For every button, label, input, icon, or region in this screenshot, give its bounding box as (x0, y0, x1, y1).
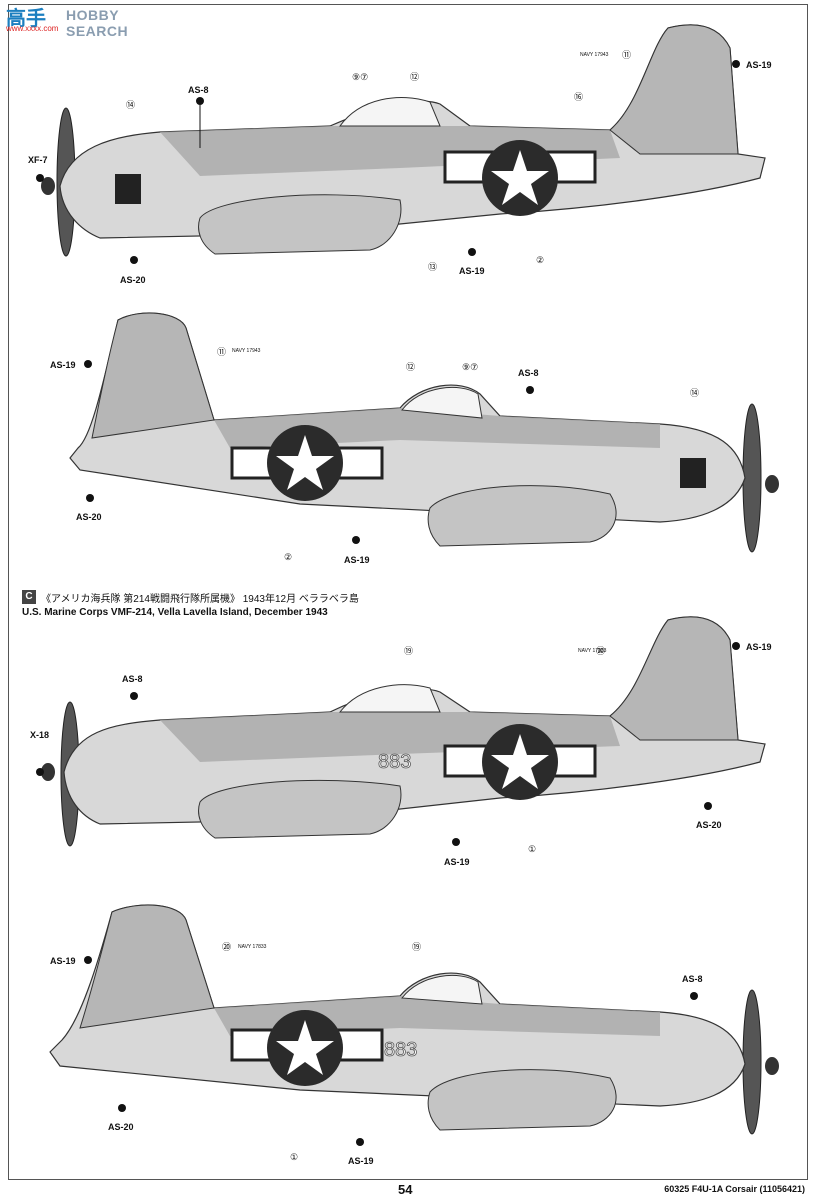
svg-text:AS-20: AS-20 (696, 820, 722, 830)
decal-number: ⑫ (410, 72, 419, 82)
decal-number: ⑳ (596, 646, 605, 656)
svg-text:AS-19: AS-19 (344, 555, 370, 565)
canopy (401, 387, 483, 419)
decal-number: ⑲ (404, 646, 413, 656)
decal-number: ⑨⑦ (462, 362, 478, 372)
watermark-logo: 高手 (6, 8, 46, 30)
decal-number: ⑪ (217, 347, 226, 357)
svg-text:AS-8: AS-8 (518, 368, 539, 378)
svg-text:AS-19: AS-19 (746, 642, 772, 652)
svg-text:AS-19: AS-19 (459, 266, 485, 276)
callout-as20-p4: AS-20 (108, 1104, 134, 1132)
watermark-url: www.xxxx.com (6, 24, 59, 33)
callout-as19-p2b: AS-19 (344, 536, 370, 565)
section-title-japanese: 《アメリカ海兵隊 第214戦闘飛行隊所属機》 1943年12月 ベララベラ島 (41, 594, 359, 605)
callout-as19-p4b: AS-19 (348, 1138, 374, 1166)
svg-text:AS-19: AS-19 (444, 857, 470, 867)
canopy (339, 97, 441, 127)
fuselage-code: 883 (384, 1039, 417, 1061)
navy-serial: NAVY 17943 (580, 52, 609, 58)
svg-text:AS-20: AS-20 (108, 1122, 134, 1132)
callout-xf7-p1: XF-7 (28, 155, 48, 182)
navy-serial: NAVY 17833 (238, 944, 267, 950)
callout-as8-p3: AS-8 (122, 674, 143, 700)
decal-number: ⑪ (622, 50, 631, 60)
footer-code: 60325 F4U-1A Corsair (11056421) (664, 1184, 805, 1194)
watermark-text: HOBBY SEARCH (66, 7, 129, 39)
callout-as20-p2: AS-20 (76, 494, 102, 522)
callout-as20-p3: AS-20 (696, 802, 722, 830)
callout-as20-p1: AS-20 (120, 256, 146, 285)
decal-number: ① (528, 844, 536, 854)
aircraft-profile-4: 883 AS-19 AS-20 AS-8 AS-19 ⑳ ⑲ ① NAVY 17… (49, 904, 779, 1166)
decal-number: ⑭ (690, 388, 699, 398)
vertical-tail (79, 904, 215, 1029)
section-badge: C (22, 590, 36, 604)
callout-as8-p1: AS-8 (188, 85, 209, 148)
section-title-english: U.S. Marine Corps VMF-214, Vella Lavella… (22, 607, 328, 618)
callout-as19-p2a: AS-19 (50, 360, 92, 370)
callout-x18-p3: X-18 (30, 730, 49, 776)
upper-camouflage (160, 126, 620, 176)
vertical-tail (609, 24, 739, 155)
aircraft-profile-1: AS-8 XF-7 AS-20 AS-19 AS-19 ⑭ ⑨⑦ ⑫ ⑪ ⑯ ⑬… (28, 24, 772, 285)
navy-serial: NAVY 17943 (232, 348, 261, 354)
svg-text:AS-20: AS-20 (120, 275, 146, 285)
callout-as8-p4: AS-8 (682, 974, 703, 1000)
propeller (742, 989, 762, 1135)
svg-text:AS-19: AS-19 (348, 1156, 374, 1166)
svg-text:AS-19: AS-19 (50, 360, 76, 370)
wing-gondola (427, 1069, 617, 1131)
callout-as19-p1b: AS-19 (732, 60, 772, 70)
decal-number: ⑲ (412, 942, 421, 952)
callout-as19-p3b: AS-19 (732, 642, 772, 652)
spinner (765, 1057, 779, 1075)
canopy (401, 975, 483, 1005)
wing-gondola (427, 485, 617, 547)
svg-text:AS-8: AS-8 (682, 974, 703, 984)
spinner (765, 475, 779, 493)
svg-text:AS-19: AS-19 (746, 60, 772, 70)
decal-number: ② (536, 255, 544, 265)
svg-text:AS-8: AS-8 (188, 85, 209, 95)
decal-number: ⑬ (428, 262, 437, 272)
navy-serial: NAVY 17833 (578, 648, 607, 654)
vertical-tail (609, 616, 739, 741)
spinner (41, 177, 55, 195)
callout-as19-p1a: AS-19 (459, 248, 485, 276)
decal-number: ⑭ (126, 100, 135, 110)
page-border (8, 4, 808, 1180)
decal-number: ⑳ (222, 942, 231, 952)
watermark: 高手 HOBBY SEARCH www.xxxx.com (4, 2, 174, 39)
decal-number: ⑨⑦ (352, 72, 368, 82)
svg-text:AS-20: AS-20 (76, 512, 102, 522)
wing-gondola (198, 779, 402, 839)
fuselage-code: 883 (378, 751, 411, 773)
vertical-tail (91, 312, 215, 439)
page-number: 54 (398, 1182, 413, 1197)
canopy (338, 684, 441, 713)
callout-as19-p4a: AS-19 (50, 956, 92, 966)
decal-number: ⑯ (574, 92, 583, 102)
svg-text:AS-8: AS-8 (122, 674, 143, 684)
jolly-roger-decal (115, 174, 141, 204)
spinner (41, 763, 55, 781)
decal-number: ⑫ (406, 362, 415, 372)
propeller (742, 403, 762, 553)
decal-number: ② (284, 552, 292, 562)
jolly-roger-decal (680, 458, 706, 488)
svg-text:XF-7: XF-7 (28, 155, 48, 165)
wing-gondola (198, 194, 402, 255)
decal-number: ① (290, 1152, 298, 1162)
aircraft-profile-3: 883 AS-8 X-18 AS-19 AS-19 AS-20 ⑲ ⑳ ① NA… (30, 616, 772, 867)
callout-as8-p2: AS-8 (518, 368, 539, 394)
svg-text:AS-19: AS-19 (50, 956, 76, 966)
callout-as19-p3a: AS-19 (444, 838, 470, 867)
svg-text:X-18: X-18 (30, 730, 49, 740)
aircraft-profile-2: AS-19 AS-20 AS-8 AS-19 ⑪ ⑫ ⑨⑦ ⑭ ② NAVY 1… (50, 312, 779, 565)
